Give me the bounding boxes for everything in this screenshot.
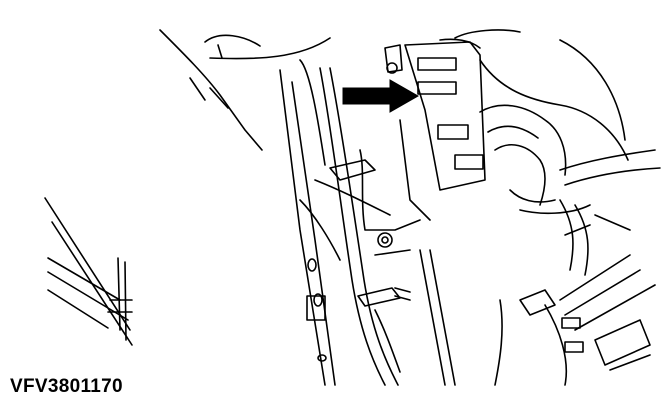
wiring-harness-main [320, 68, 410, 385]
mounting-bracket [360, 120, 430, 255]
wiring-harness-bundle [480, 105, 660, 275]
duct-outline [455, 30, 628, 160]
fender-outline [160, 30, 330, 150]
lower-rails [420, 250, 655, 385]
support-strut [280, 60, 390, 385]
grille-panel [45, 198, 132, 345]
direction-arrow [343, 80, 418, 112]
relay-block [385, 39, 485, 190]
figure-id-label: VFV3801170 [10, 376, 123, 397]
